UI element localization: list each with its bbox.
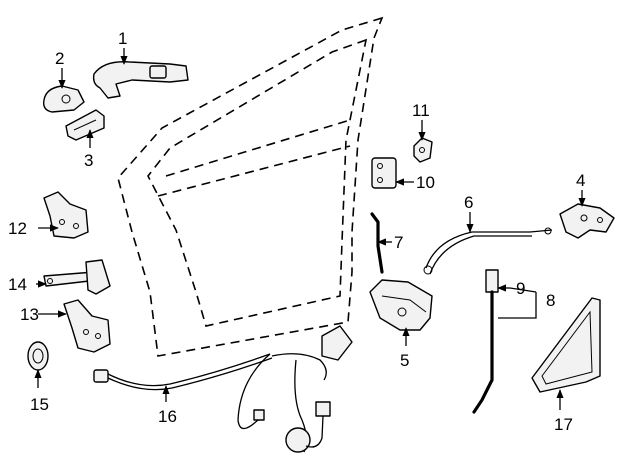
leader-lines [34,48,586,410]
callout-labels: 1 2 3 4 5 6 7 8 9 10 11 12 13 14 15 16 1… [8,29,585,434]
callout-14: 14 [8,275,27,294]
window-channel-part [531,297,601,393]
grommet-part [27,341,49,371]
actuator-bracket-part [559,203,615,239]
callout-9: 9 [516,279,525,298]
lock-cable-part [423,227,553,275]
callout-11: 11 [412,101,430,120]
callout-17: 17 [554,415,573,434]
wiring-harness-part [93,325,353,453]
callout-10: 10 [416,173,435,192]
callout-15: 15 [30,395,49,414]
callout-7: 7 [394,233,403,252]
callout-5: 5 [400,351,409,370]
callout-2: 2 [55,49,64,68]
callout-8: 8 [546,291,555,310]
callout-3: 3 [84,151,93,170]
callout-12: 12 [8,219,27,238]
rod-clip-part [370,212,384,274]
door-check-part [43,259,111,295]
callout-4: 4 [576,171,585,190]
callout-6: 6 [464,193,473,212]
lock-rod-part [472,269,499,414]
door-outline [117,16,384,357]
outside-handle-part [92,61,189,99]
door-lock-module-part [369,279,433,331]
striker-part [371,157,397,189]
upper-hinge-part [43,191,89,239]
callout-13: 13 [20,305,39,324]
callout-1: 1 [118,29,127,48]
lower-hinge-part [63,299,111,353]
handle-cap-part [42,85,85,113]
callout-16: 16 [158,407,177,426]
escutcheon-part [65,109,105,141]
striker-shim-part [413,137,433,163]
